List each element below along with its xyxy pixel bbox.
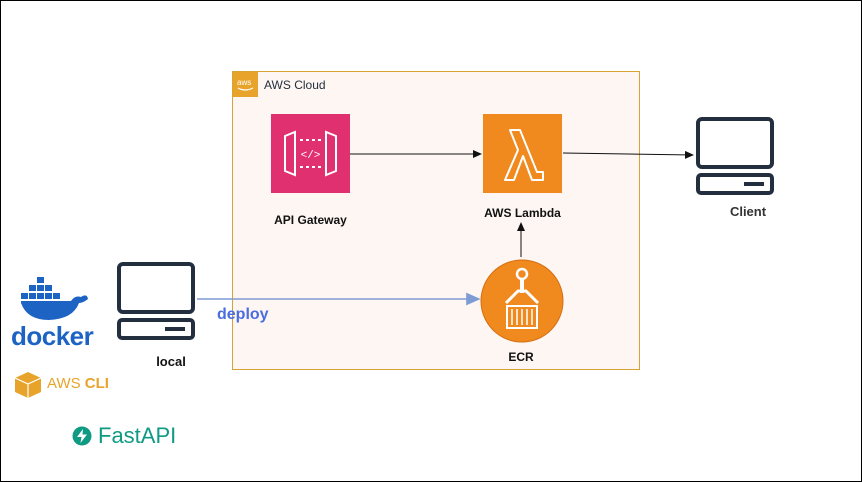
lambda-node[interactable]: [483, 114, 562, 198]
local-node[interactable]: [117, 262, 195, 345]
fastapi-bolt-icon: [72, 426, 92, 451]
api-gateway-icon: </>: [271, 114, 350, 193]
local-label: local: [156, 354, 186, 369]
lambda-label: AWS Lambda: [484, 206, 561, 220]
edge-lambda-to-client: [562, 150, 694, 159]
lambda-icon: [483, 114, 562, 193]
svg-text:</>: </>: [301, 150, 321, 162]
computer-icon: [696, 117, 774, 195]
client-node[interactable]: [696, 117, 774, 200]
ecr-label: ECR: [508, 350, 534, 364]
svg-text:aws: aws: [237, 78, 251, 87]
api-gateway-label: API Gateway: [274, 213, 347, 227]
fastapi-logo-text: FastAPI: [98, 423, 177, 448]
client-label: Client: [729, 204, 767, 219]
docker-whale-icon: [21, 277, 89, 326]
ecr-icon: [480, 259, 564, 343]
docker-logo-text: docker: [11, 321, 94, 351]
aws-cli-logo-text: AWS CLI: [47, 375, 109, 392]
api-gateway-node[interactable]: </>: [271, 114, 350, 198]
aws-cloud-title: AWS Cloud: [264, 78, 326, 92]
aws-cli-cube-icon: [14, 371, 42, 404]
computer-icon: [117, 262, 195, 340]
ecr-node[interactable]: [480, 259, 564, 348]
aws-logo-icon: aws: [233, 72, 258, 97]
deploy-edge-label: deploy: [217, 306, 269, 323]
